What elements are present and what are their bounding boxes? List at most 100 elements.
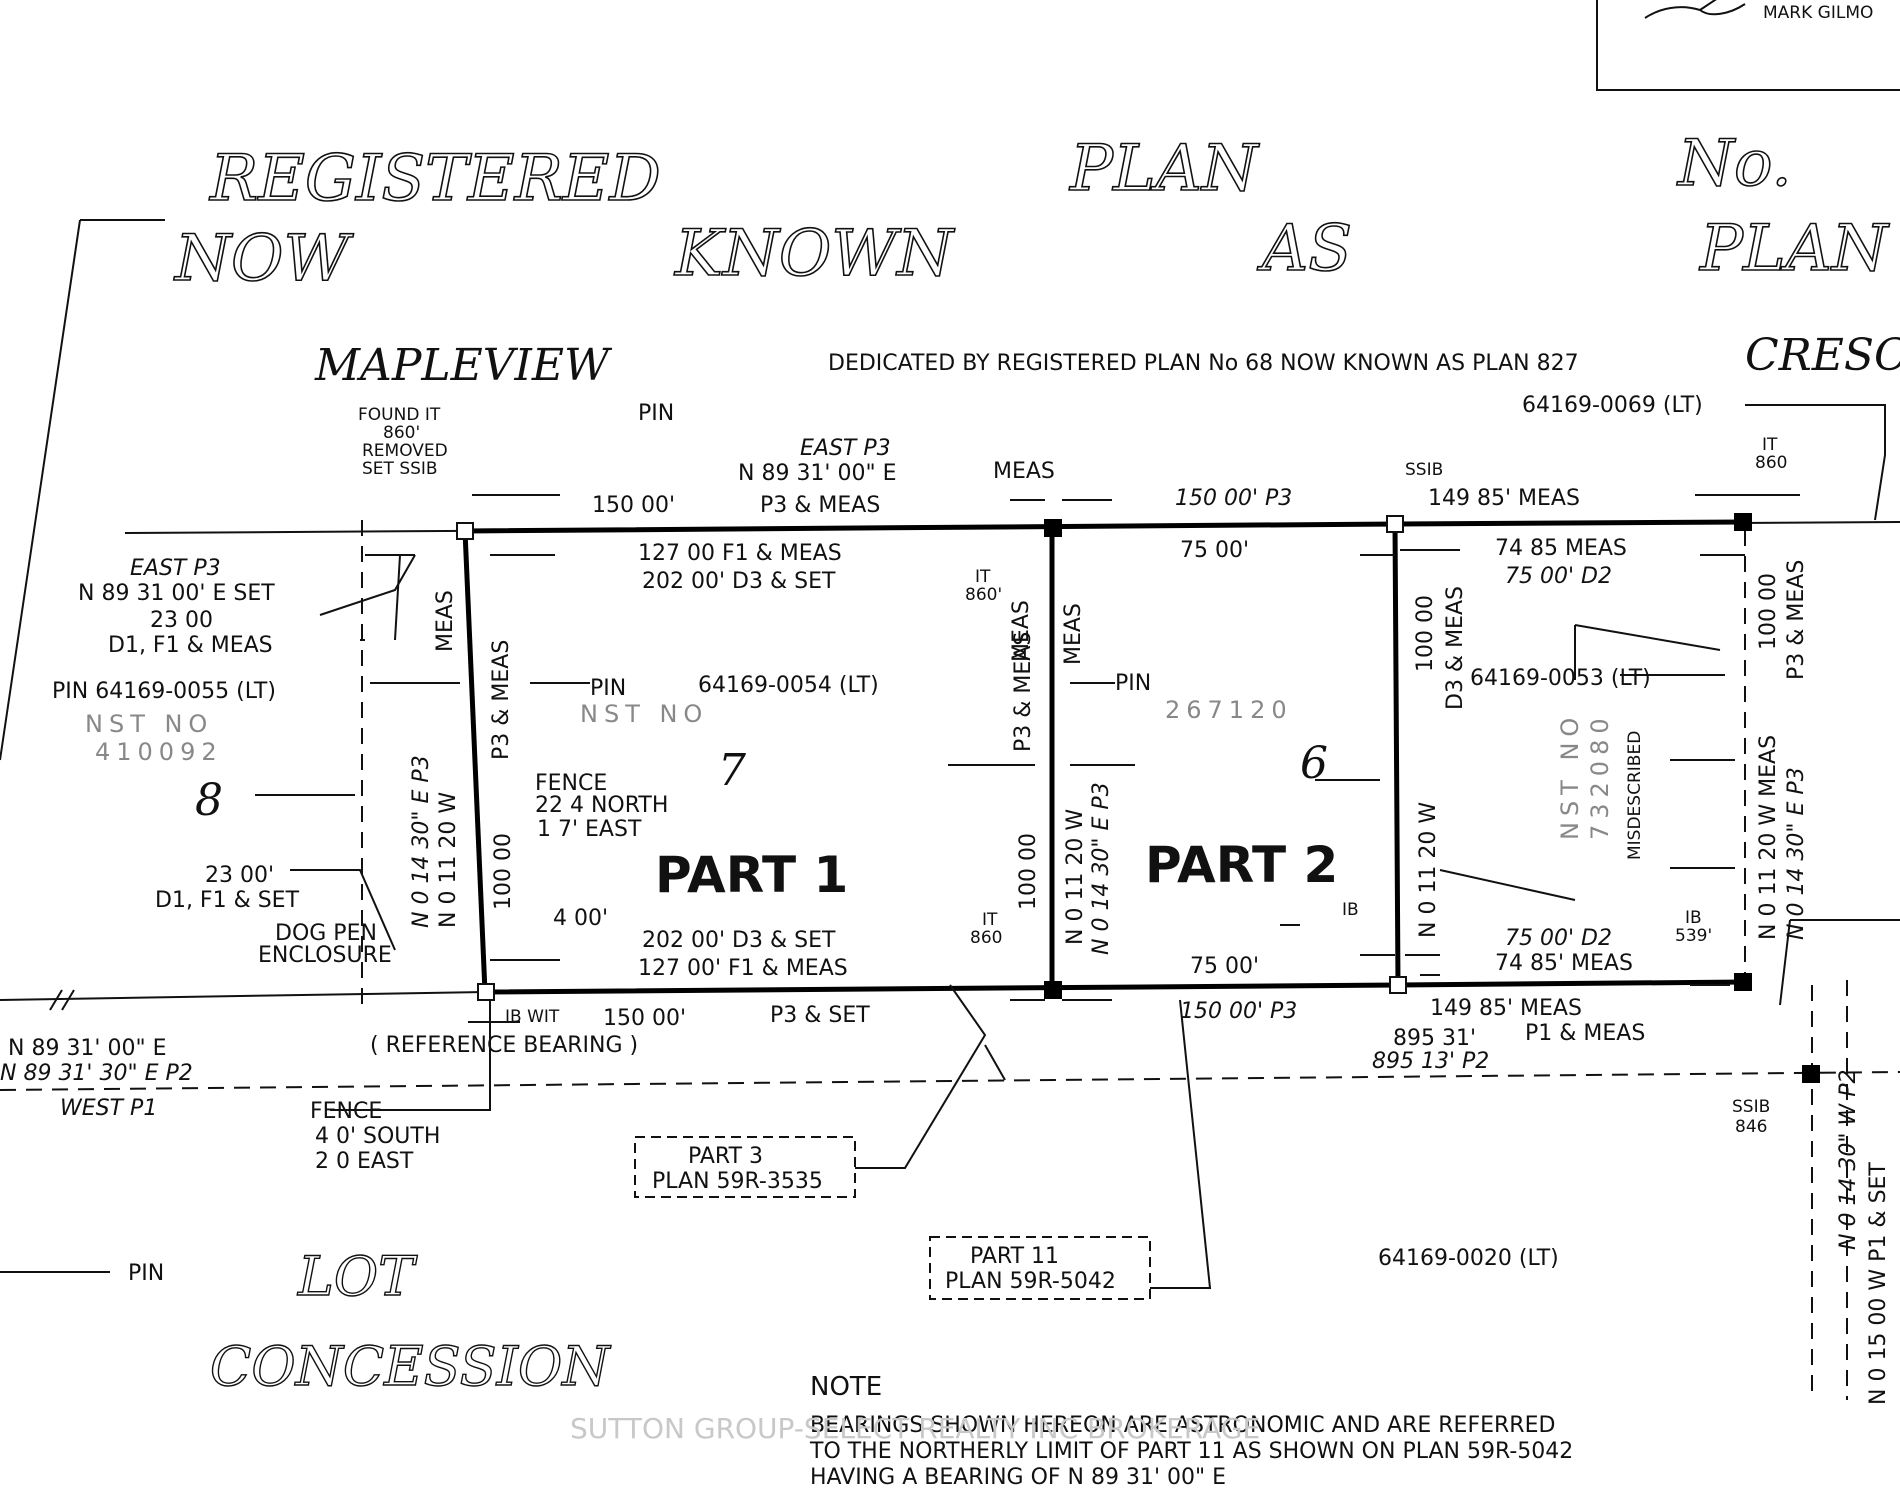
north-dist-14985-meas: 149 85' MEAS <box>1428 486 1580 511</box>
south-dist-202-d3: 202 00' D3 & SET <box>642 928 836 953</box>
label-ssib-846-a: SSIB <box>1732 1097 1770 1117</box>
part-11-limit-dashed <box>0 1071 1900 1091</box>
north-bearing: N 89 31' 00" E <box>738 461 896 486</box>
part-3-callout-box <box>634 1136 856 1198</box>
middle-p3-meas: P3 & MEAS <box>1011 632 1036 752</box>
label-pin-lower-left: PIN <box>128 1261 164 1286</box>
north-line-east <box>1394 519 1746 527</box>
middle-bearing-p3: N 0 14 30" E P3 <box>1089 782 1114 955</box>
lot-number-6: 6 <box>1300 738 1328 789</box>
label-ssib-ne: SSIB <box>1405 460 1443 480</box>
right-edge-bearing-p2: N 0 14 30" W P2 <box>1836 1069 1861 1250</box>
part-3-label: PART 3 <box>688 1144 763 1169</box>
heading-plan: PLAN <box>1069 132 1260 206</box>
north-dist-127-f1: 127 00 F1 & MEAS <box>638 541 842 566</box>
north-dist-7500: 75 00' <box>1180 538 1249 563</box>
far-east-bearing-p3: N 0 14 30" E P3 <box>1784 767 1809 940</box>
monument-ib-539 <box>1734 973 1752 991</box>
monument-it-far-east <box>1734 513 1752 531</box>
reference-west-p1: WEST P1 <box>60 1096 157 1121</box>
east-d3-meas: D3 & MEAS <box>1443 586 1468 710</box>
heading-now: NOW <box>173 222 354 296</box>
heading-lot: LOT <box>297 1245 418 1308</box>
label-ssib-846-b: 846 <box>1735 1117 1767 1137</box>
reference-bearing: N 89 31' 00" E <box>8 1036 166 1061</box>
fence-east-value: 2 0 EAST <box>315 1149 414 1174</box>
signature-mark <box>1644 0 1746 19</box>
reference-bearing-p2: N 89 31' 30" E P2 <box>0 1061 193 1086</box>
heading-concession: CONCESSION <box>210 1335 611 1398</box>
plan-59r-3535: PLAN 59R-3535 <box>652 1169 823 1194</box>
middle-dist-10000: 100 00 <box>1016 833 1041 910</box>
enclosure-label: ENCLOSURE <box>258 943 392 968</box>
label-ib-wit: IB WIT <box>505 1007 560 1027</box>
east-bearing: N 0 11 20 W <box>1416 802 1441 938</box>
faint-instrument-2: NST NO <box>580 700 708 728</box>
street-name-cresc: CRESC <box>1745 330 1900 381</box>
south-dist-89531: 895 31' <box>1393 1026 1476 1051</box>
monument-it-south <box>1044 981 1062 999</box>
north-dist-202-d3: 202 00' D3 & SET <box>642 569 836 594</box>
west-dist-10000: 100 00 <box>491 833 516 910</box>
west-dist-2300b: 23 00' <box>205 863 274 888</box>
south-dist-14985-meas: 149 85' MEAS <box>1430 996 1582 1021</box>
label-it-north-860: 860' <box>965 585 1002 605</box>
surveyor-name: MARK GILMO <box>1763 3 1873 23</box>
north-east-p3: EAST P3 <box>800 436 891 461</box>
west-east-p3: EAST P3 <box>130 556 221 581</box>
faint-instrument-number-3: 732080 <box>1586 712 1614 840</box>
monument-ssib-nw <box>456 522 474 540</box>
street-name-mapleview: MAPLEVIEW <box>314 340 613 391</box>
faint-instrument-3: NST NO <box>1556 712 1584 840</box>
monument-ssib-846 <box>1802 1065 1820 1083</box>
part-11-callout-box <box>929 1236 1151 1300</box>
west-p3-meas: P3 & MEAS <box>489 640 514 760</box>
west-meas: MEAS <box>433 590 458 652</box>
lot-number-7: 7 <box>718 745 746 796</box>
pin-64169-0055: PIN 64169-0055 (LT) <box>52 679 276 704</box>
far-east-p3-meas: P3 & MEAS <box>1784 560 1809 680</box>
north-meas: MEAS <box>993 459 1055 484</box>
far-east-bearing: N 0 11 20 W MEAS <box>1756 735 1781 940</box>
faint-instrument-1: NST NO <box>85 710 213 738</box>
south-p1-meas: P1 & MEAS <box>1525 1021 1645 1046</box>
fence-north: 22 4 NORTH <box>535 793 668 818</box>
far-east-dist-10000: 100 00 <box>1756 573 1781 650</box>
lot-number-8: 8 <box>195 775 223 826</box>
label-found-it: FOUND IT <box>358 405 441 425</box>
north-dist-150: 150 00' <box>592 493 675 518</box>
monument-ib-wit <box>477 983 495 1001</box>
label-it-far-east-860: 860 <box>1755 453 1787 473</box>
street-limit-line <box>0 219 165 761</box>
label-it-south: IT <box>982 910 998 930</box>
fence-east: 1 7' EAST <box>537 817 642 842</box>
label-set-ssib: SET SSIB <box>362 459 438 479</box>
break-symbol <box>49 989 75 1011</box>
middle-meas-2: MEAS <box>1061 603 1086 665</box>
east-dist-10000: 100 00 <box>1413 595 1438 672</box>
label-it-far-east: IT <box>1762 435 1778 455</box>
watermark: SUTTON GROUP-SELECT REALTY INC BROKERAGE <box>570 1412 1260 1445</box>
monument-ssib-ne <box>1386 515 1404 533</box>
label-found-860: 860' <box>383 423 420 443</box>
plan-59r-5042: PLAN 59R-5042 <box>945 1269 1116 1294</box>
heading-known: KNOWN <box>674 217 955 291</box>
middle-meas: MEAS <box>1009 600 1034 662</box>
reference-bearing-label: ( REFERENCE BEARING ) <box>370 1033 638 1058</box>
street-dedication-text: DEDICATED BY REGISTERED PLAN No 68 NOW K… <box>828 351 1579 376</box>
surveyor-title-block: MARK GILMO <box>1596 0 1900 91</box>
pin-64169-0054: 64169-0054 (LT) <box>698 673 879 698</box>
south-line-east <box>1397 979 1746 988</box>
faint-instrument-number-1: 410092 <box>95 738 223 766</box>
pin-64169-0053: 64169-0053 (LT) <box>1470 666 1651 691</box>
label-removed: REMOVED <box>362 441 448 461</box>
south-dist-7500: 75 00' <box>1190 954 1259 979</box>
monument-ib-south <box>1389 976 1407 994</box>
south-dist-89513-p2: 895 13' P2 <box>1372 1049 1489 1074</box>
faint-instrument-number-2: 267120 <box>1165 696 1293 724</box>
misdescribed-label: MISDESCRIBED <box>1625 731 1645 860</box>
south-dist-7485-meas: 74 85' MEAS <box>1495 951 1633 976</box>
south-p3-set: P3 & SET <box>770 1003 870 1028</box>
north-dist-7500-d2: 75 00' D2 <box>1505 564 1612 589</box>
